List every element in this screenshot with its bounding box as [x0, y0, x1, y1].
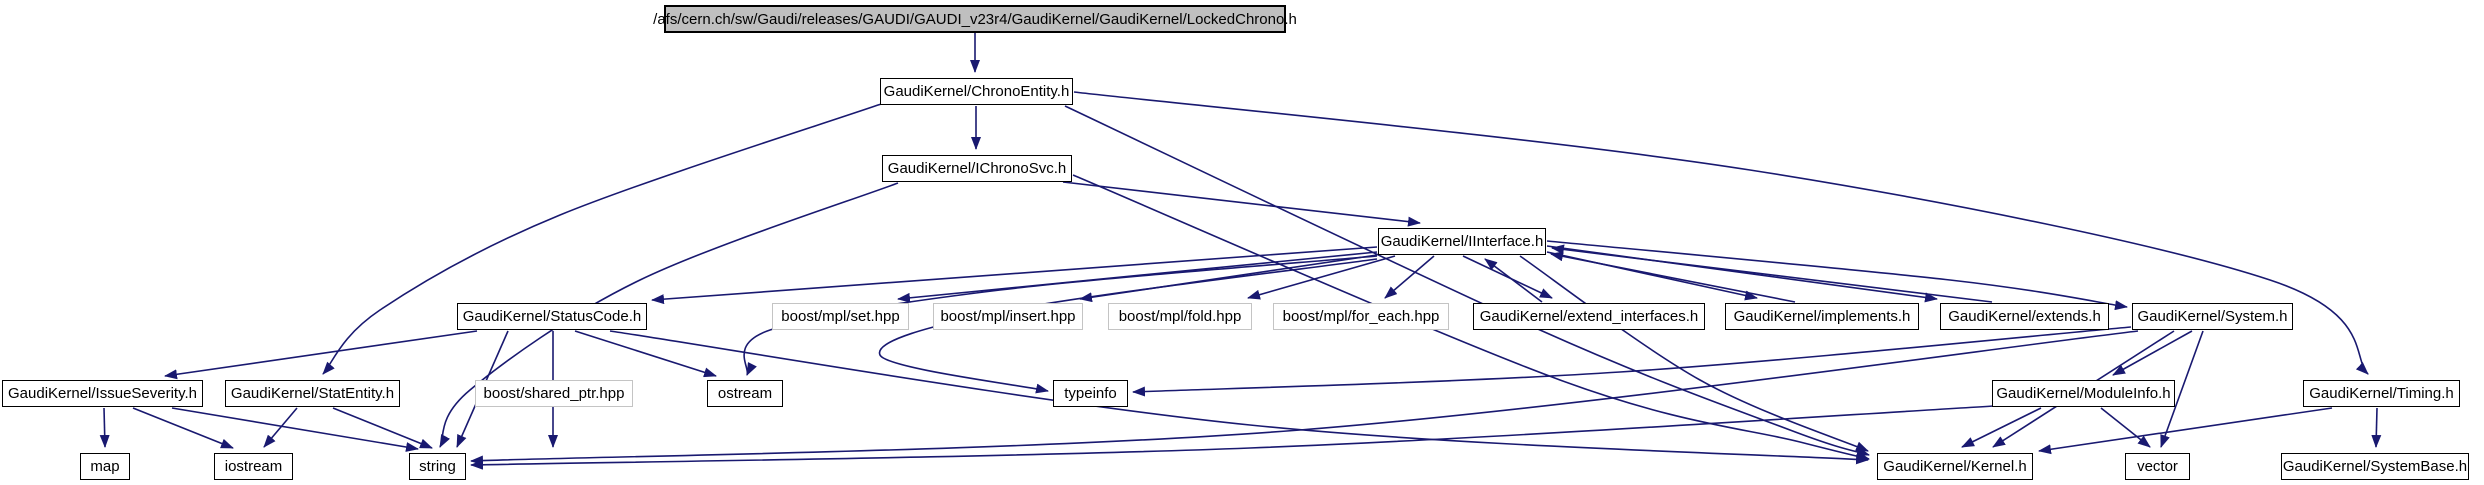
edge-system-module_info	[2112, 330, 2193, 376]
node-statuscode[interactable]: GaudiKernel/StatusCode.h	[457, 303, 647, 330]
edge-system-string	[470, 330, 2139, 466]
edge-module_info-kernel	[1961, 407, 2042, 448]
node-vector: vector	[2125, 453, 2190, 480]
edge-issue_severity-string	[171, 407, 419, 452]
node-module_info[interactable]: GaudiKernel/ModuleInfo.h	[1992, 380, 2175, 407]
edge-implements-iinterface	[1550, 251, 1796, 303]
node-root: /afs/cern.ch/sw/Gaudi/releases/GAUDI/GAU…	[653, 5, 1297, 33]
edge-iinterface-system	[1546, 240, 2128, 311]
edge-ichrono_svc-iinterface	[1062, 181, 1421, 227]
node-extend_interfaces[interactable]: GaudiKernel/extend_interfaces.h	[1473, 303, 1705, 330]
edge-module_info-vector	[2100, 407, 2151, 448]
node-typeinfo: typeinfo	[1053, 380, 1128, 407]
node-chrono_entity[interactable]: GaudiKernel/ChronoEntity.h	[880, 78, 1073, 105]
node-mpl_set: boost/mpl/set.hpp	[772, 303, 909, 330]
edge-statuscode-issue_severity	[164, 330, 478, 380]
edge-stat_entity-string	[332, 407, 433, 449]
edge-module_info-string	[470, 405, 1996, 470]
edge-timing-system_base	[2371, 407, 2382, 448]
edge-chrono_entity-stat_entity	[322, 102, 885, 375]
node-ostream: ostream	[707, 380, 783, 407]
edge-statuscode-kernel	[609, 330, 1869, 465]
edge-iinterface-statuscode	[651, 246, 1378, 305]
edge-timing-kernel	[2038, 407, 2333, 455]
edge-chrono_entity-kernel	[1064, 105, 1870, 457]
edge-stat_entity-iostream	[263, 407, 298, 448]
node-shared_ptr: boost/shared_ptr.hpp	[475, 380, 633, 407]
edge-extend_interfaces-iinterface	[1484, 258, 1543, 303]
edge-iinterface-mpl_set	[897, 251, 1378, 303]
edge-iinterface-kernel	[1519, 255, 1869, 452]
node-timing[interactable]: GaudiKernel/Timing.h	[2303, 380, 2460, 407]
edge-issue_severity-iostream	[132, 407, 234, 449]
node-issue_severity[interactable]: GaudiKernel/IssueSeverity.h	[2, 380, 203, 407]
edge-iinterface-mpl_fold	[1247, 255, 1396, 300]
edge-extends-iinterface	[1551, 244, 1993, 303]
node-extends[interactable]: GaudiKernel/extends.h	[1940, 303, 2109, 330]
node-stat_entity[interactable]: GaudiKernel/StatEntity.h	[225, 380, 400, 407]
edge-system-typeinfo	[1132, 326, 2132, 397]
edge-iinterface-ostream	[743, 255, 1378, 376]
node-implements[interactable]: GaudiKernel/implements.h	[1725, 303, 1919, 330]
edge-chrono_entity-timing	[1073, 91, 2369, 375]
node-mpl_fold: boost/mpl/fold.hpp	[1108, 303, 1252, 330]
node-iinterface[interactable]: GaudiKernel/IInterface.h	[1378, 228, 1546, 255]
edge-iinterface-extend_interfaces	[1462, 255, 1553, 299]
edge-statuscode-ostream	[574, 330, 717, 378]
node-system[interactable]: GaudiKernel/System.h	[2132, 303, 2293, 330]
node-ichrono_svc[interactable]: GaudiKernel/IChronoSvc.h	[882, 155, 1072, 182]
edge-iinterface-mpl_for_each	[1384, 255, 1435, 299]
node-mpl_for_each: boost/mpl/for_each.hpp	[1273, 303, 1449, 330]
node-string: string	[409, 453, 466, 480]
node-system_base[interactable]: GaudiKernel/SystemBase.h	[2281, 453, 2469, 480]
node-kernel[interactable]: GaudiKernel/Kernel.h	[1877, 453, 2033, 480]
node-mpl_insert: boost/mpl/insert.hpp	[933, 303, 1083, 330]
node-map: map	[80, 453, 130, 480]
edge-issue_severity-map	[99, 407, 110, 448]
edge-system-vector	[2160, 330, 2204, 448]
node-iostream: iostream	[214, 453, 293, 480]
edge-ichrono_svc-kernel	[1072, 174, 1870, 462]
